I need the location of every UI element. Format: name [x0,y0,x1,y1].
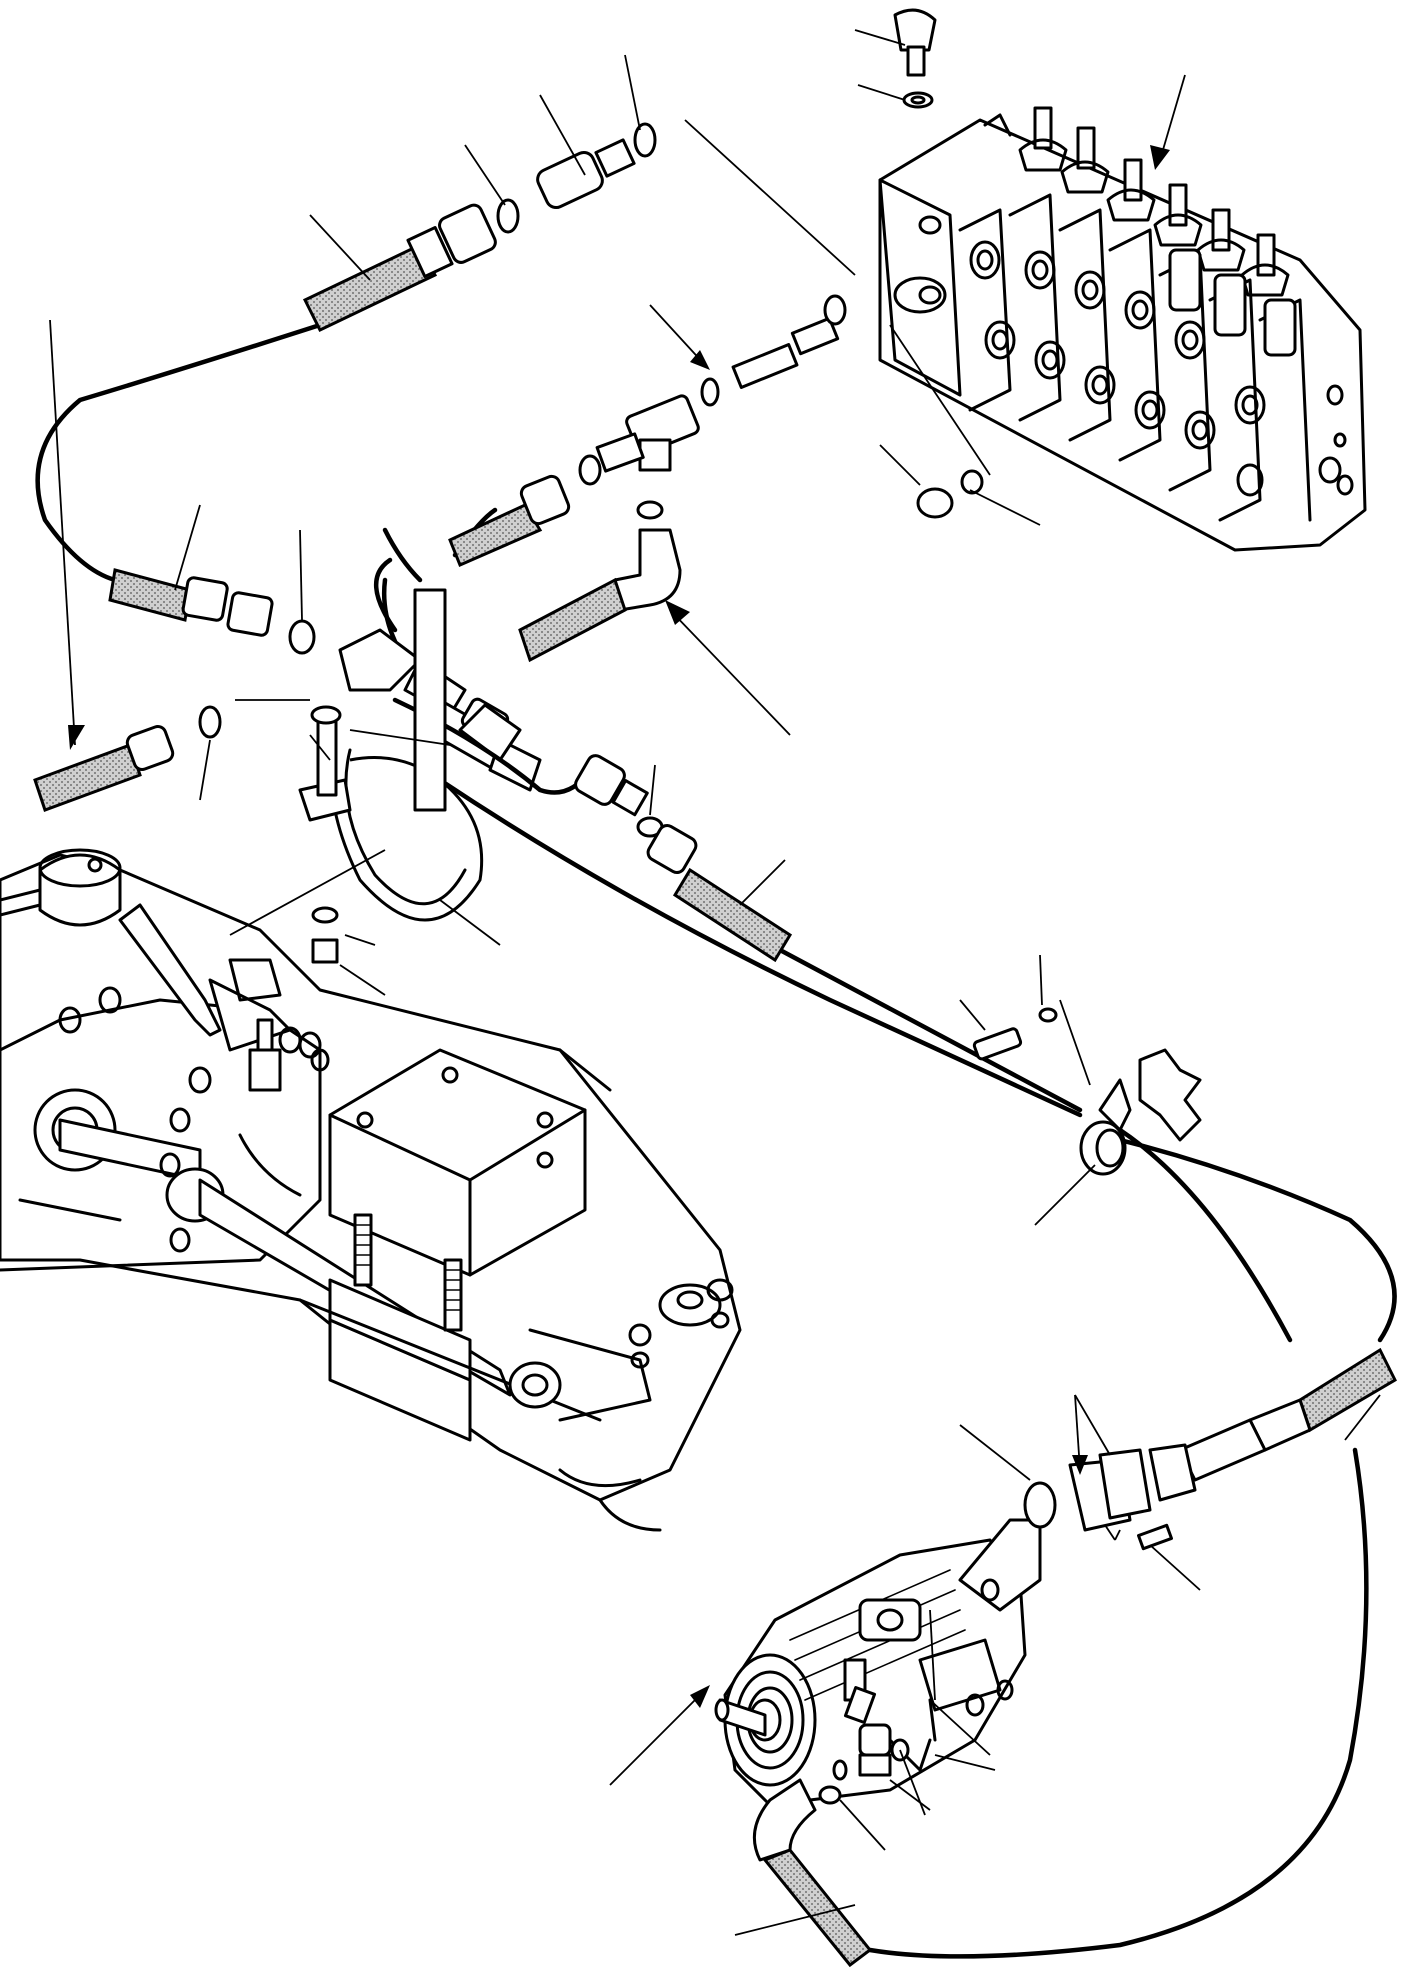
leader-lines [49,29,1381,1936]
fittings [33,122,1397,1968]
control-valve [878,8,1367,552]
transmission [0,848,742,1532]
hydraulic-pump [714,1518,1042,1807]
